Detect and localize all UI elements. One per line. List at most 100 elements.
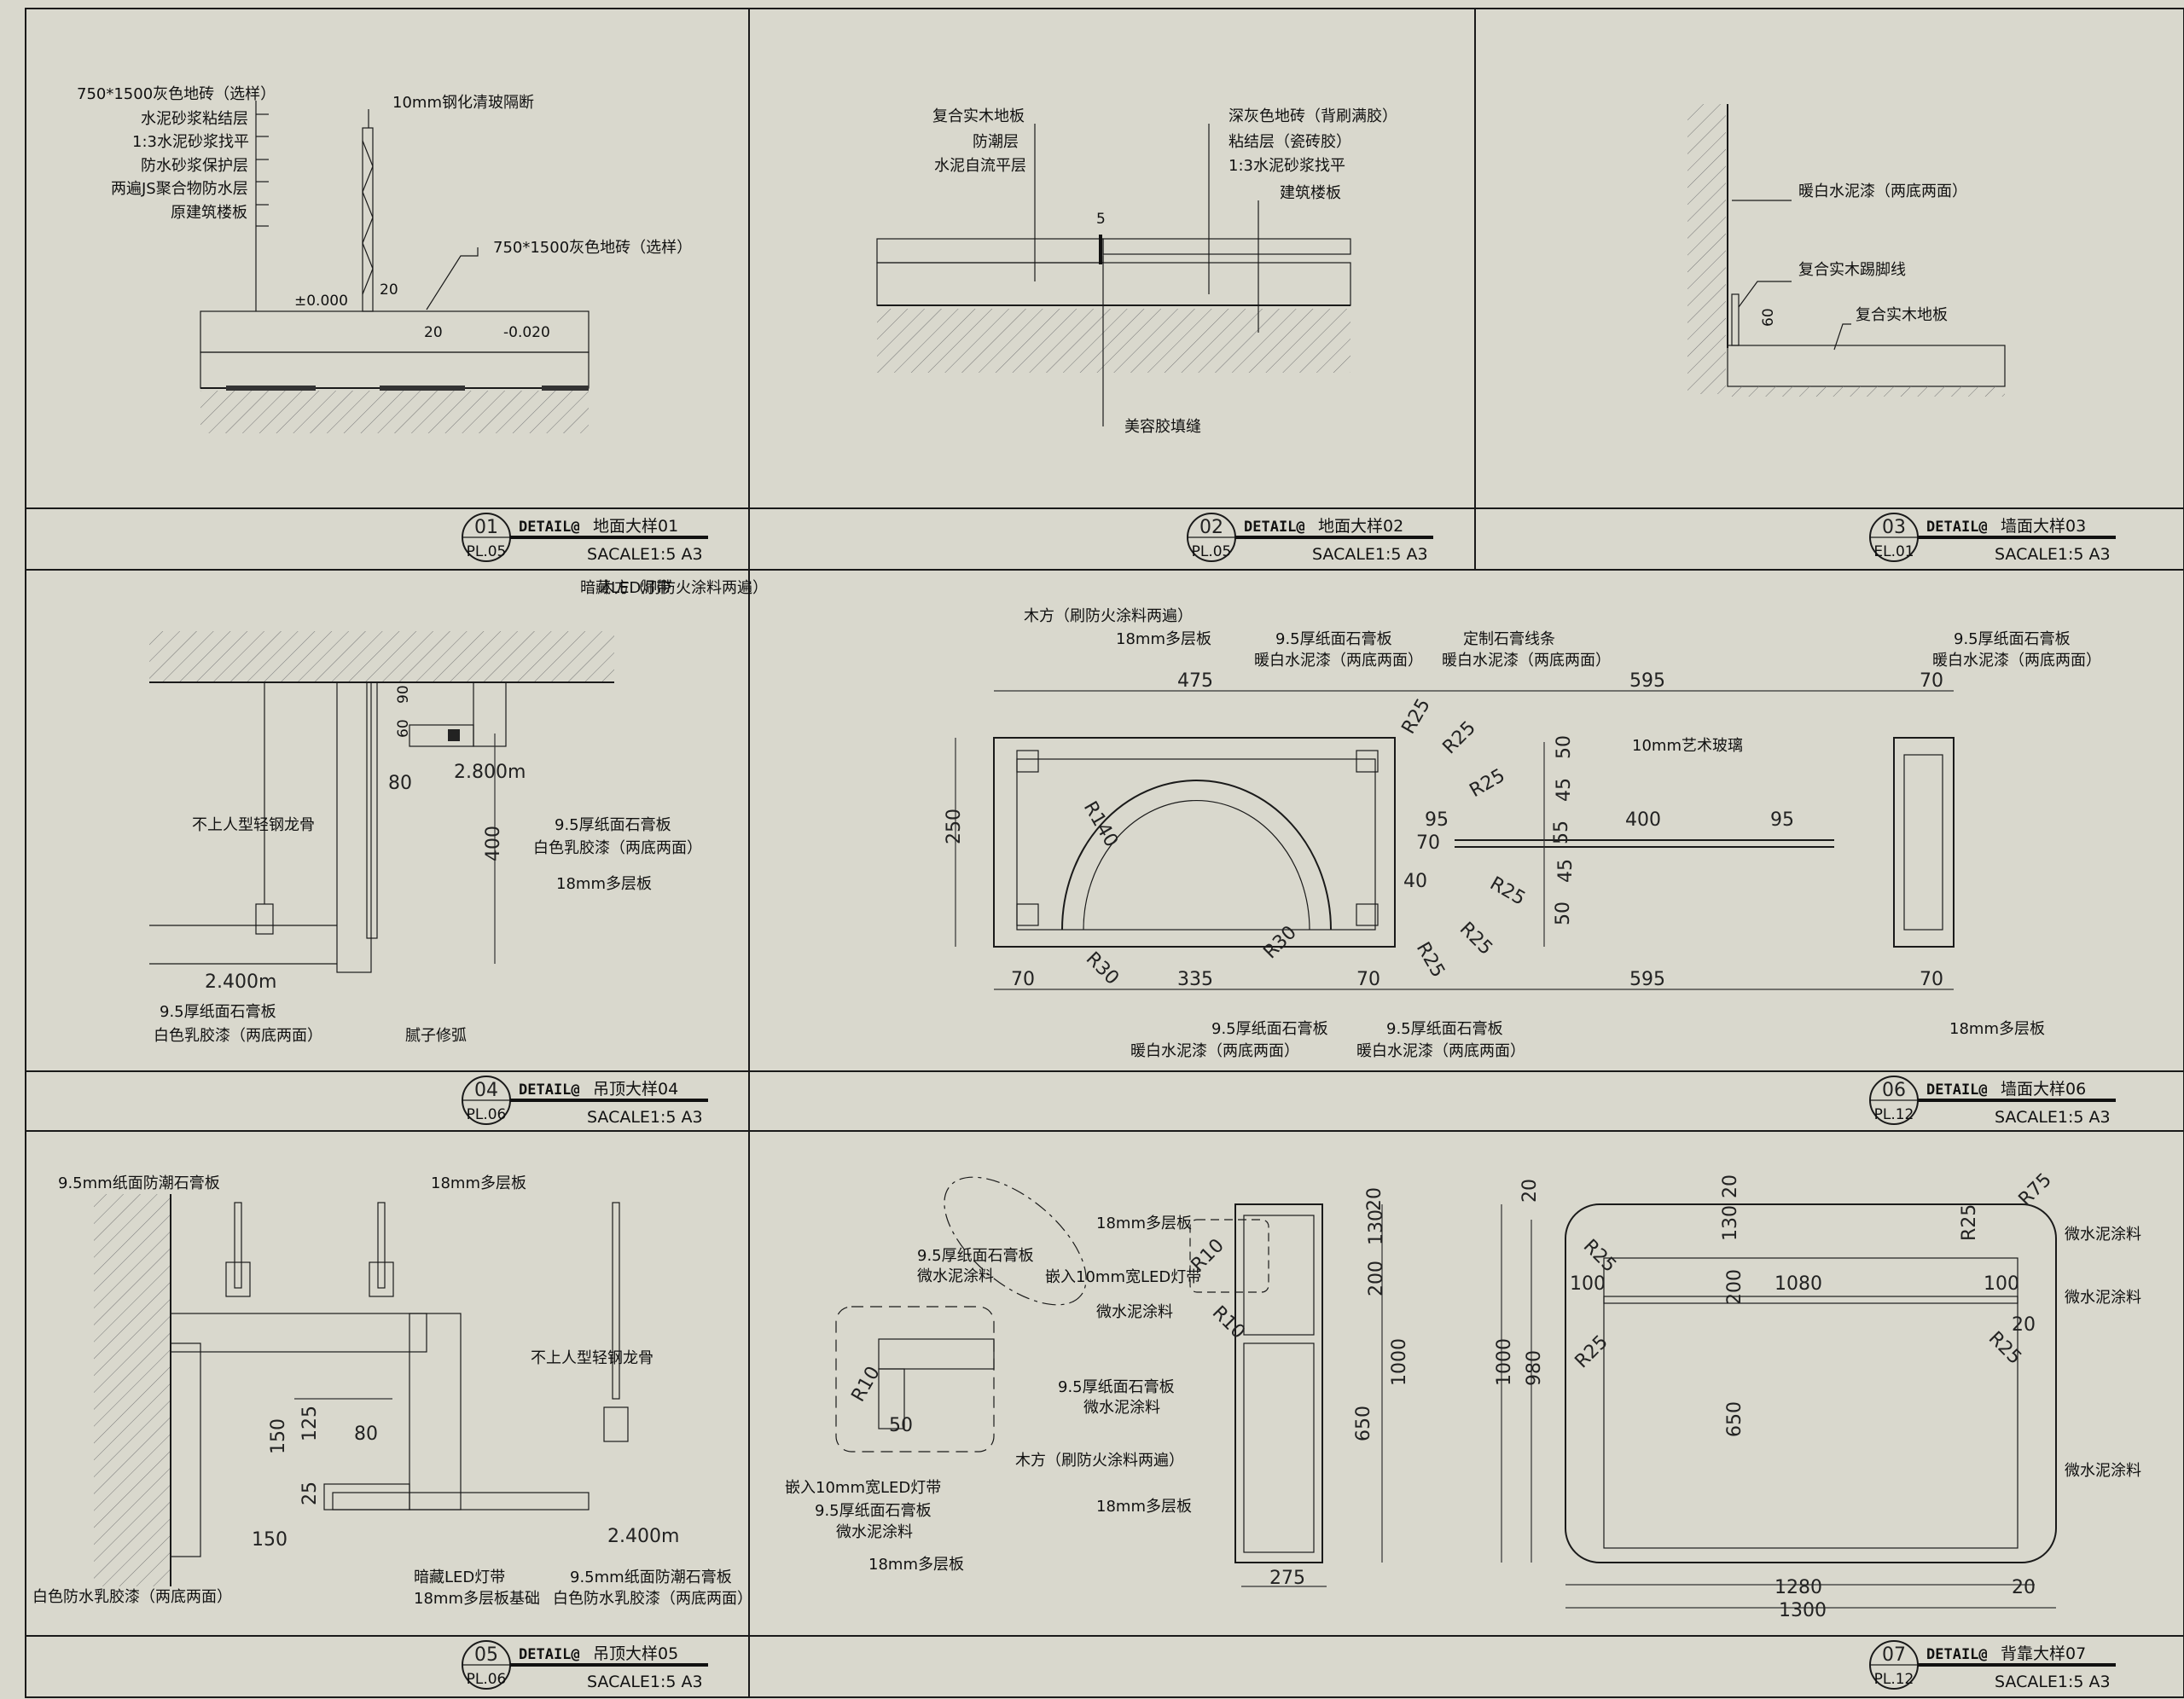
radius-label: R25 <box>1439 717 1480 758</box>
layer-label: 水泥自流平层 <box>934 157 1026 175</box>
radius-label: R25 <box>1412 939 1449 982</box>
radius-label: R140 <box>1079 798 1122 851</box>
dim-label: 1080 <box>1774 1273 1822 1295</box>
panel-scale: SACALE1:5 A3 <box>1312 545 1428 564</box>
dim-label: 1000 <box>1389 1338 1410 1386</box>
layer-label: 1:3水泥砂浆找平 <box>132 133 249 151</box>
dim-label: 1280 <box>1774 1577 1822 1598</box>
dim-label: 90 <box>395 685 412 704</box>
dim-label: 650 <box>1353 1406 1374 1441</box>
board-label: 9.5mm纸面防潮石膏板 <box>570 1568 732 1586</box>
dim-label: 1000 <box>1494 1338 1515 1386</box>
tile-label: 750*1500灰色地砖（选样） <box>493 239 692 257</box>
dim-label: 150 <box>252 1529 288 1551</box>
level-mark: ±0.000 <box>294 293 348 310</box>
floor-label: 复合实木地板 <box>1856 306 1948 324</box>
dim-label: 70 <box>1011 969 1035 990</box>
detail-tag: DETAIL@ <box>1926 1081 1988 1099</box>
panel-ref: PL.12 <box>1874 1671 1914 1688</box>
dim-label: 55 <box>1551 821 1572 844</box>
paint-label: 白色防水乳胶漆（两底两面） <box>553 1590 752 1608</box>
dim-label: 95 <box>1425 809 1449 831</box>
board-label: 9.5厚纸面石膏板 <box>1211 1019 1328 1038</box>
dim-label: 650 <box>1724 1401 1745 1437</box>
dim-label: 475 <box>1177 670 1213 692</box>
dim-label: 70 <box>1356 969 1380 990</box>
title-block-04: 04 PL.06 DETAIL@ 吊顶大样04 SACALE1:5 A3 <box>462 1076 708 1127</box>
panel-ref: PL.06 <box>467 1671 507 1688</box>
dim-label: 20 <box>1720 1174 1741 1198</box>
plywood-label: 18mm多层板 <box>1096 1215 1192 1232</box>
panel-title: 墙面大样03 <box>2001 517 2086 536</box>
microcement-label: 微水泥涂料 <box>2065 1289 2141 1307</box>
dim-label: 400 <box>1625 809 1661 831</box>
radius-label: R25 <box>1486 873 1529 910</box>
dim-label: 60 <box>1760 308 1777 327</box>
dim-label: 40 <box>1403 871 1427 892</box>
glass-label: 10mm艺术玻璃 <box>1632 737 1743 755</box>
skirting-label: 复合实木踢脚线 <box>1798 261 1906 279</box>
detail-01-floor: 10mm钢化清玻隔断 750*1500灰色地砖（选样） 水泥砂浆粘结层 1:3水… <box>77 85 692 433</box>
detail-tag: DETAIL@ <box>1244 519 1305 536</box>
detail-tag: DETAIL@ <box>519 1081 580 1099</box>
panel-scale: SACALE1:5 A3 <box>1995 545 2111 564</box>
plywood-label: 18mm多层板 <box>1116 630 1211 648</box>
dim-label: 100 <box>1570 1273 1606 1295</box>
panel-number: 01 <box>474 517 498 538</box>
dim-label: 95 <box>1770 809 1794 831</box>
panel-number: 04 <box>474 1080 498 1101</box>
dim-label: 100 <box>1984 1273 2019 1295</box>
panel-scale: SACALE1:5 A3 <box>587 1108 703 1127</box>
dim-label: 980 <box>1524 1350 1545 1386</box>
detail-07-backrest: 9.5厚纸面石膏板 微水泥涂料 18mm多层板 嵌入10mm宽LED灯带 微水泥… <box>785 1169 2141 1621</box>
board-label: 9.5厚纸面石膏板 <box>917 1246 1034 1265</box>
panel-number: 06 <box>1882 1080 1906 1101</box>
panel-number: 05 <box>474 1644 498 1666</box>
dim-label: 595 <box>1629 670 1665 692</box>
dim-label: 45 <box>1555 859 1577 883</box>
radius-label: R25 <box>1455 919 1496 960</box>
microcement-label: 微水泥涂料 <box>2065 1462 2141 1480</box>
paint-label: 暖白水泥漆（两底两面） <box>1254 652 1423 670</box>
detail-06-wall: 木方（刷防火涂料两遍） 18mm多层板 9.5厚纸面石膏板 暖白水泥漆（两底两面… <box>944 607 2101 1060</box>
panel-ref: PL.12 <box>1874 1106 1914 1123</box>
detail-02-floor: 5 美容胶填缝 复合实木地板 防潮层 水泥自流平层 深灰色地砖（背刷满胶） 粘结… <box>876 107 1397 436</box>
wood-label: 木方（刷防火涂料两遍） <box>1024 607 1193 625</box>
board-label: 9.5厚纸面石膏板 <box>555 815 671 834</box>
microcement-label: 微水泥涂料 <box>836 1523 913 1541</box>
radius-label: R30 <box>1260 922 1301 963</box>
seal-label: 美容胶填缝 <box>1124 418 1201 436</box>
plywood-label: 18mm多层板 <box>556 875 652 893</box>
dim-label: 70 <box>1416 832 1440 854</box>
title-block-07: 07 PL.12 DETAIL@ 背靠大样07 SACALE1:5 A3 <box>1869 1640 2116 1691</box>
panel-ref: PL.05 <box>1192 543 1232 560</box>
dim-label: 275 <box>1269 1568 1305 1589</box>
microcement-label: 微水泥涂料 <box>1083 1399 1160 1417</box>
dim-label: 20 <box>1364 1187 1385 1211</box>
panel-title: 吊顶大样04 <box>593 1080 678 1099</box>
title-block-05: 05 PL.06 DETAIL@ 吊顶大样05 SACALE1:5 A3 <box>462 1640 708 1691</box>
sheet-frame <box>25 8 2184 1698</box>
panel-number: 02 <box>1199 517 1223 538</box>
base-label: 18mm多层板基础 <box>414 1590 540 1608</box>
dim-label: 130 <box>1366 1209 1387 1245</box>
wood-label: 木方（刷防火涂料两遍） <box>1015 1452 1184 1470</box>
board-label: 9.5厚纸面石膏板 <box>1058 1377 1175 1396</box>
moulding-label: 定制石膏线条 <box>1463 629 1555 648</box>
level-mark: 2.400m <box>607 1526 679 1547</box>
radius-label: R25 <box>1579 1236 1620 1277</box>
dim-label: 150 <box>268 1418 289 1454</box>
dim-label: 130 <box>1720 1205 1741 1241</box>
keel-label: 不上人型轻钢龙骨 <box>531 1349 653 1367</box>
layer-label: 原建筑楼板 <box>171 204 247 222</box>
wood-label: 木方（刷防火涂料两遍） <box>599 579 768 597</box>
title-block-03: 03 EL.01 DETAIL@ 墙面大样03 SACALE1:5 A3 <box>1869 513 2116 564</box>
dim-label: 60 <box>395 719 412 738</box>
dim-label: 400 <box>483 826 504 861</box>
dim-label: 200 <box>1366 1261 1387 1296</box>
radius-label: R10 <box>1208 1302 1249 1343</box>
radius-label: R25 <box>1467 765 1509 802</box>
board-label: 9.5厚纸面石膏板 <box>1386 1019 1503 1038</box>
panel-scale: SACALE1:5 A3 <box>1995 1108 2111 1127</box>
paint-label: 暖白水泥漆（两底两面） <box>1932 652 2101 670</box>
